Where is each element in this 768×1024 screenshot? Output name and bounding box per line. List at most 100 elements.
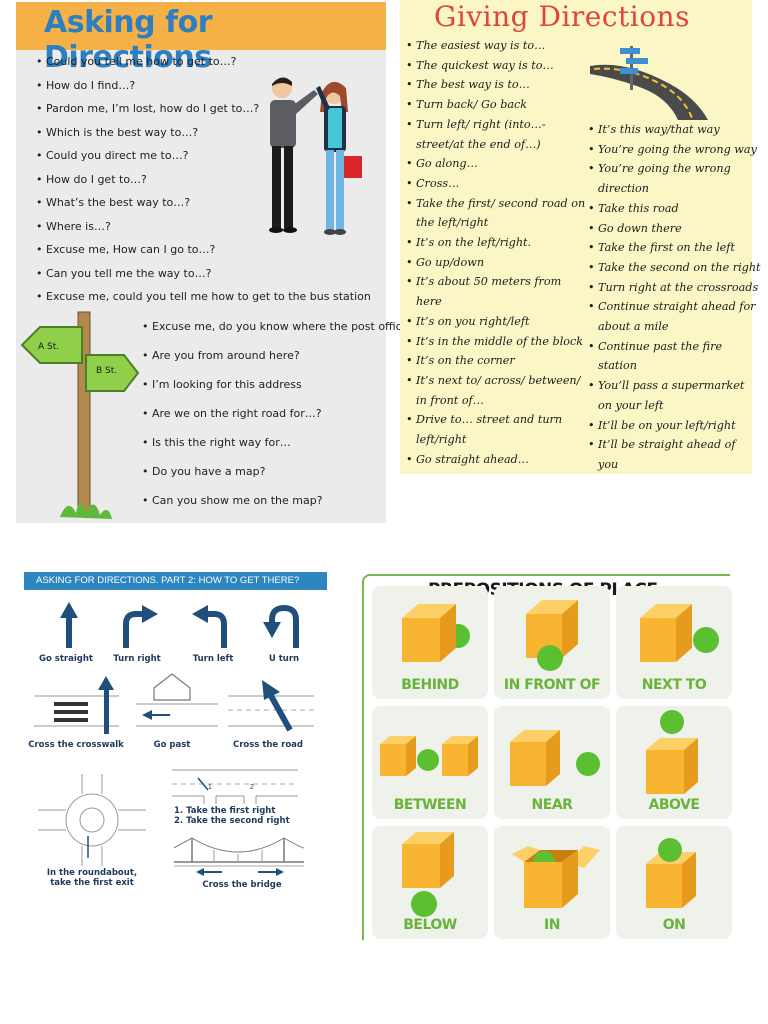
preposition-label: BETWEEN [393,797,467,813]
list-item: Are we on the right road for…? [142,407,322,420]
preposition-label: BELOW [403,917,457,933]
cross-road-label: Cross the road [232,740,304,750]
giving-directions-panel: Giving Directions The easiest way is to…… [400,0,761,474]
list-item: Can you tell me the way to…? [36,267,211,280]
list-item: Go up/down [406,256,484,269]
arrow-row [60,602,299,648]
list-item: Are you from around here? [142,349,300,362]
list-item: Take the first/ second road on [406,197,585,210]
cube-between-icon [380,736,478,776]
preposition-cell-next-to: NEXT TO [616,586,732,699]
list-item: The easiest way is to… [406,39,545,52]
take-second-right-label: 2. Take the second right [174,816,290,826]
list-item: It’ll be straight ahead of [588,438,736,451]
list-item: You’re going the wrong [588,162,731,175]
preposition-cell-behind: BEHIND [372,586,488,699]
list-item: Take this road [588,202,679,215]
cross-road-icon [228,680,314,732]
list-item: Drive to… street and turn [406,413,562,426]
cube-in-front-icon [526,600,578,671]
list-item: The quickest way is to… [406,59,554,72]
preposition-cell-on: ON [616,826,732,939]
list-item: Do you have a map? [142,465,265,478]
cube-next-to-icon [640,604,719,662]
asking-title-bar [16,2,386,50]
list-item: Pardon me, I’m lost, how do I get to…? [36,102,259,115]
list-item: Take the second on the right [588,261,761,274]
preposition-label: ABOVE [648,797,700,813]
crossing-row [34,673,314,734]
sign-b-label: B St. [96,366,118,376]
street-signpost-icon [20,311,140,519]
take-right-roads-icon [172,769,298,804]
asking-directions-panel: Asking for Directions Could you tell me … [16,2,414,523]
preposition-label: BEHIND [401,677,459,693]
go-past-icon [136,673,218,727]
road-number-1: 1 [208,784,212,791]
list-item: you [598,457,619,471]
go-straight-icon [60,602,78,648]
turn-right-icon [123,605,158,648]
giving-title: Giving Directions [434,0,690,33]
list-item: left/right [416,433,467,446]
directions-header: ASKING FOR DIRECTIONS. PART 2: HOW TO GE… [36,575,300,586]
directions-header-bar: ASKING FOR DIRECTIONS. PART 2: HOW TO GE… [24,572,327,590]
list-item: on your left [598,398,664,412]
list-item: station [598,359,637,373]
turn-left-icon [192,605,227,648]
list-item: Go straight ahead… [406,453,529,466]
road-number-2: 2 [250,784,254,791]
list-item: Where is…? [36,220,111,233]
list-item: Turn back/ Go back [406,98,527,111]
list-item: Continue past the fire [588,340,722,353]
list-item: in front of… [416,393,484,407]
preposition-label: IN FRONT OF [503,677,601,693]
cube-behind-icon [402,604,470,662]
cube-below-icon [402,832,454,917]
list-item: here [416,295,442,309]
sign-a-label: A St. [38,342,60,352]
prepositions-panel: PREPOSITIONS OF PLACE BEHIND IN FRONT OF… [362,574,732,940]
take-first-right-label: 1. Take the first right [174,806,276,816]
list-item: It’s on the left/right. [406,236,531,249]
list-item: Go along… [406,157,478,170]
preposition-cell-above: ABOVE [616,706,732,819]
list-item: Excuse me, How can I go to…? [36,243,215,256]
u-turn-label: U turn [268,654,300,664]
list-item: direction [598,182,649,196]
list-item: What’s the best way to…? [36,196,190,209]
preposition-label: NEAR [531,797,573,813]
list-item: It’s about 50 meters from [406,275,561,288]
list-item: It’s on you right/left [406,315,530,328]
list-item: I’m looking for this address [142,378,302,391]
list-item: the left/right [416,216,489,230]
how-to-get-there-panel: ASKING FOR DIRECTIONS. PART 2: HOW TO GE… [24,572,327,902]
list-item: Cross… [406,177,459,190]
cross-bridge-label: Cross the bridge [202,880,282,890]
list-item: about a mile [598,320,669,333]
bridge-icon [174,837,304,876]
list-item: Excuse me, could you tell me how to get … [36,290,371,303]
open-box-in-icon [512,846,600,908]
list-item: How do I find…? [36,79,135,92]
list-item: You’ll pass a supermarket [588,379,744,392]
list-item: How do I get to…? [36,173,147,186]
list-item: Which is the best way to…? [36,126,198,139]
cube-above-icon [646,710,698,794]
list-item: You’re going the wrong way [588,143,757,156]
list-item: Go down there [588,222,682,235]
roundabout-icon [38,774,146,866]
list-item: Take the first on the left [588,241,735,254]
cross-crosswalk-label: Cross the crosswalk [28,740,124,750]
list-item: Excuse me, do you know where the post of… [142,320,414,333]
crosswalk-icon [34,676,119,734]
list-item: Could you direct me to…? [36,149,188,162]
preposition-cell-below: BELOW [372,826,488,939]
u-turn-icon [263,604,299,648]
preposition-cell-in: IN [494,826,610,939]
turn-left-label: Turn left [192,654,234,664]
preposition-label: NEXT TO [641,677,707,693]
preposition-cell-near: NEAR [494,706,610,819]
preposition-cell-in-front-of: IN FRONT OF [494,586,610,699]
roundabout-label-2: take the first exit [50,878,134,888]
